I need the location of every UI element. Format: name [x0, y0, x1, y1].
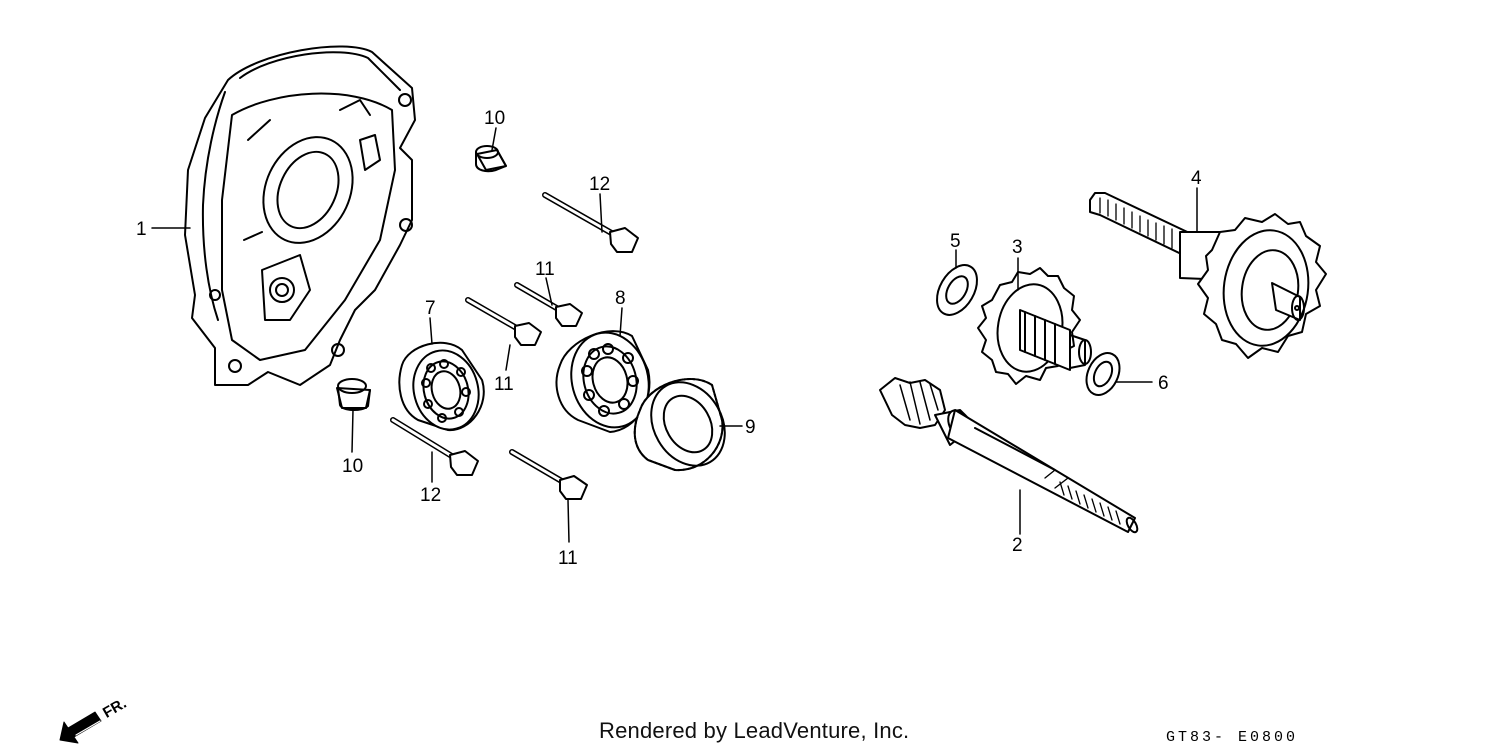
bolt-11-a	[514, 282, 583, 327]
bearing-8	[555, 330, 651, 433]
leader-lines	[151, 127, 1198, 543]
bolt-11-c	[509, 449, 588, 500]
label-part-11-a: 11	[535, 259, 555, 280]
bearing-7	[398, 341, 485, 432]
front-direction-arrow-icon	[59, 711, 103, 744]
case-cover	[184, 45, 416, 386]
label-part-11-b: 11	[494, 374, 514, 395]
label-part-9: 9	[745, 417, 756, 438]
label-part-6: 6	[1158, 373, 1169, 394]
label-part-11-c: 11	[558, 548, 578, 569]
oil-seal-9	[633, 378, 726, 472]
label-part-10-lower: 10	[342, 456, 363, 477]
final-shaft-gear-4	[1089, 192, 1327, 359]
label-part-8: 8	[615, 288, 626, 309]
gear-3	[977, 267, 1092, 385]
label-part-4: 4	[1191, 168, 1202, 189]
label-part-12-lower: 12	[420, 485, 441, 506]
label-part-3: 3	[1012, 237, 1023, 258]
diagram-code: GT83- E0800	[1166, 729, 1299, 746]
label-part-10-upper: 10	[484, 108, 505, 129]
label-part-12-upper: 12	[589, 174, 610, 195]
bolt-12-lower	[390, 417, 479, 476]
label-part-7: 7	[425, 298, 436, 319]
drive-shaft-2	[879, 377, 1139, 534]
rendered-by-credit: Rendered by LeadVenture, Inc.	[599, 718, 910, 743]
dowel-pin-lower	[336, 378, 371, 411]
label-part-2: 2	[1012, 535, 1023, 556]
bolt-12-upper	[542, 192, 639, 253]
label-part-1: 1	[136, 219, 147, 240]
washer-5	[936, 264, 978, 316]
dowel-pin-upper	[475, 145, 507, 173]
washer-6	[1085, 352, 1121, 396]
bolt-11-b	[465, 297, 542, 346]
label-part-5: 5	[950, 231, 961, 252]
